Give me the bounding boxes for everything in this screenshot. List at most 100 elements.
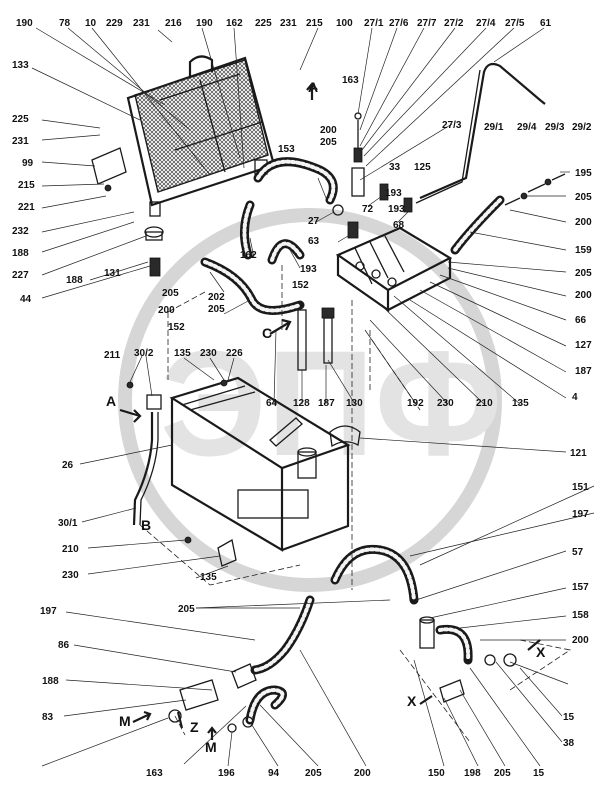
callout-label: 157 bbox=[572, 582, 589, 593]
hydraulic-tank bbox=[169, 376, 361, 552]
washer bbox=[220, 379, 228, 387]
callout-label: 26 bbox=[62, 460, 74, 471]
suction-pipe bbox=[132, 412, 154, 526]
callout-label: 33 bbox=[389, 162, 401, 173]
callout-label: 226 bbox=[226, 348, 243, 359]
callout-label: 210 bbox=[62, 544, 79, 555]
callout-label: 205 bbox=[305, 768, 322, 779]
callout-label: 153 bbox=[278, 144, 295, 155]
callout-label: 30/1 bbox=[58, 518, 78, 529]
callout-label: 215 bbox=[18, 180, 35, 191]
callout-label: 27/1 bbox=[364, 18, 384, 29]
callout-label: 195 bbox=[575, 168, 592, 179]
callout-label: 200 bbox=[158, 305, 175, 316]
fitting-83 bbox=[179, 679, 219, 711]
callout-label: 205 bbox=[162, 288, 179, 299]
callout-label: 225 bbox=[12, 114, 29, 125]
callout-label: 215 bbox=[306, 18, 323, 29]
callout-label: 29/4 bbox=[517, 122, 537, 133]
callout-label: 211 bbox=[104, 350, 121, 361]
callout-label: 197 bbox=[572, 509, 589, 520]
callout-label: 162 bbox=[226, 18, 243, 29]
arrow-x-right bbox=[527, 639, 541, 651]
callout-label: 135 bbox=[200, 572, 217, 583]
callout-label: 152 bbox=[168, 322, 185, 333]
callout-label: 63 bbox=[308, 236, 320, 247]
callout-label: 193 bbox=[300, 264, 317, 275]
callout-label: 100 bbox=[336, 18, 353, 29]
callout-label: 135 bbox=[174, 348, 191, 359]
callout-label: 205 bbox=[494, 768, 511, 779]
oil-cooler-radiator bbox=[126, 55, 276, 217]
callout-labels: 190 78 10 229 231 216 190 162 225 231 21… bbox=[12, 18, 592, 779]
callout-label: 190 bbox=[16, 18, 33, 29]
callout-label: 27 bbox=[308, 216, 320, 227]
callout-label: 221 bbox=[18, 202, 35, 213]
arrow-x bbox=[419, 695, 433, 705]
callout-label: 27/7 bbox=[417, 18, 437, 29]
callout-label: 200 bbox=[320, 125, 337, 136]
callout-label: 27/2 bbox=[444, 18, 464, 29]
callout-label: 163 bbox=[146, 768, 163, 779]
arrow-a-upper bbox=[306, 82, 318, 100]
callout-label: 86 bbox=[58, 640, 70, 651]
callout-label: 232 bbox=[12, 226, 29, 237]
callout-label: 200 bbox=[575, 290, 592, 301]
valve-stack bbox=[332, 112, 365, 216]
callout-label: 188 bbox=[66, 275, 83, 286]
filter bbox=[419, 619, 435, 649]
callout-label: 15 bbox=[533, 768, 545, 779]
callout-label: 94 bbox=[268, 768, 280, 779]
callout-label: 216 bbox=[165, 18, 182, 29]
steel-pipe bbox=[419, 62, 546, 200]
callout-label: 188 bbox=[12, 248, 29, 259]
filler-cap bbox=[144, 226, 164, 277]
section-letter-b: B bbox=[141, 517, 151, 533]
section-letter-z: Z bbox=[190, 719, 199, 735]
callout-label: 29/2 bbox=[572, 122, 592, 133]
callout-label: 150 bbox=[428, 768, 445, 779]
callout-label: 197 bbox=[40, 606, 57, 617]
arrow-a bbox=[119, 408, 142, 423]
callout-label: 230 bbox=[200, 348, 217, 359]
section-letter-m: M bbox=[119, 713, 131, 729]
callout-label: 72 bbox=[362, 204, 374, 215]
callout-label: 205 bbox=[178, 604, 195, 615]
callout-label: 30/2 bbox=[134, 348, 154, 359]
callout-label: 196 bbox=[218, 768, 235, 779]
callout-label: 15 bbox=[563, 712, 575, 723]
callout-label: 125 bbox=[414, 162, 431, 173]
callout-label: 27/5 bbox=[505, 18, 525, 29]
section-letter-x: X bbox=[407, 693, 417, 709]
callout-label: 151 bbox=[572, 482, 589, 493]
section-letter-x-right: X bbox=[536, 644, 546, 660]
callout-label: 187 bbox=[575, 366, 592, 377]
callout-label: 200 bbox=[354, 768, 371, 779]
section-letter-m-lower: M bbox=[205, 739, 217, 755]
callout-label: 4 bbox=[572, 392, 578, 403]
callout-label: 187 bbox=[318, 398, 335, 409]
callout-label: 128 bbox=[293, 398, 310, 409]
callout-label: 78 bbox=[59, 18, 71, 29]
callout-label: 231 bbox=[280, 18, 297, 29]
callout-label: 121 bbox=[570, 448, 587, 459]
callout-label: 61 bbox=[540, 18, 552, 29]
callout-label: 130 bbox=[346, 398, 363, 409]
callout-label: 64 bbox=[266, 398, 278, 409]
callout-label: 162 bbox=[240, 250, 257, 261]
section-letter-c: C bbox=[262, 325, 272, 341]
callout-label: 38 bbox=[563, 738, 575, 749]
callout-label: 200 bbox=[572, 635, 589, 646]
callout-label: 57 bbox=[572, 547, 584, 558]
callout-label: 10 bbox=[85, 18, 97, 29]
callout-label: 29/3 bbox=[545, 122, 565, 133]
callout-label: 159 bbox=[575, 245, 592, 256]
arrow-m bbox=[132, 710, 152, 723]
section-letter-a: A bbox=[106, 393, 116, 409]
callout-label: 44 bbox=[20, 294, 32, 305]
callout-label: 83 bbox=[42, 712, 54, 723]
callout-label: 231 bbox=[133, 18, 150, 29]
callout-label: 205 bbox=[208, 304, 225, 315]
callout-label: 27/6 bbox=[389, 18, 409, 29]
